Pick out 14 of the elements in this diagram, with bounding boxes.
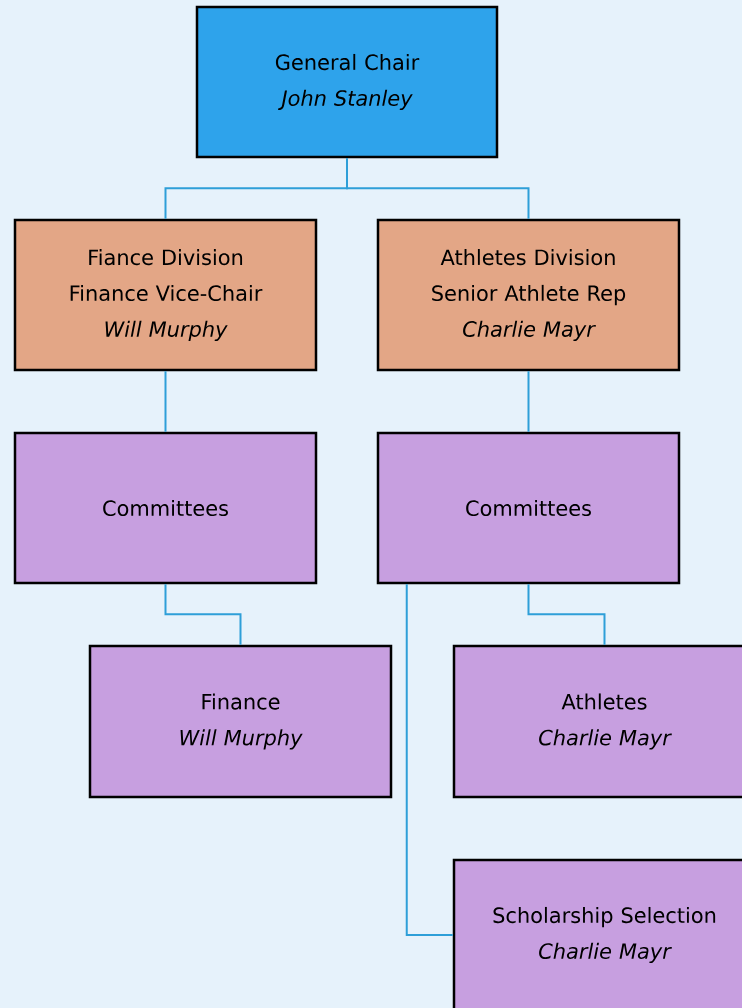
org-box: General Chair John Stanley — [195, 5, 499, 159]
org-box: Scholarship Selection Charlie Mayr — [452, 858, 742, 1008]
org-box: Athletes Division Senior Athlete Rep Charlie Mayr — [376, 218, 681, 372]
connector-line — [164, 583, 242, 646]
connector-line — [405, 583, 454, 936]
connector-line — [164, 370, 167, 433]
connector-line — [346, 157, 530, 220]
org-box: Fiance Division Finance Vice-Chair Will Murphy — [13, 218, 318, 372]
connector-line — [527, 583, 606, 646]
org-box: Athletes Charlie Mayr — [452, 644, 742, 799]
org-box: Committees — [13, 431, 318, 585]
org-box: Finance Will Murphy — [88, 644, 393, 799]
connector-line — [527, 370, 530, 433]
org-box: Committees — [376, 431, 681, 585]
